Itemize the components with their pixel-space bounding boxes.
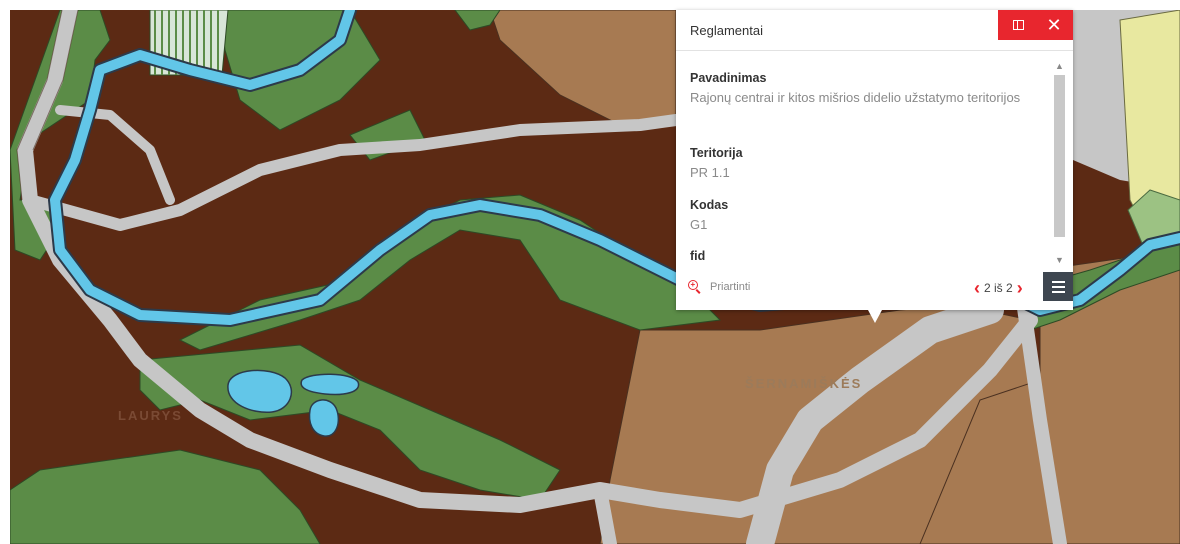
pager-count: 2 iš 2 bbox=[984, 281, 1013, 295]
road-top-right bbox=[1013, 273, 1067, 544]
field-value: Rajonų centrai ir kitos mišrios didelio … bbox=[690, 90, 1021, 105]
popup-footer: + Priartinti ‹ 2 iš 2 › bbox=[676, 270, 1073, 310]
chevron-left-icon[interactable]: ‹ bbox=[974, 278, 980, 298]
road-branch-upper bbox=[24, 114, 682, 231]
scroll-down-icon[interactable]: ▼ bbox=[1055, 255, 1064, 265]
dock-icon bbox=[1012, 20, 1024, 30]
popup-body[interactable]: Pavadinimas Rajonų centrai ir kitos mišr… bbox=[676, 51, 1073, 269]
field-teritorija: Teritorija PR 1.1 bbox=[690, 146, 1035, 183]
menu-button[interactable] bbox=[1043, 272, 1073, 301]
field-label: Teritorija bbox=[690, 146, 743, 160]
map-frame-top bbox=[0, 0, 1180, 10]
map-label-sernamiskes: ŠERNAMIŠKĖS bbox=[745, 376, 862, 391]
dock-button[interactable] bbox=[1000, 10, 1036, 40]
field-label: fid bbox=[690, 249, 706, 263]
zoom-to-button[interactable]: + Priartinti bbox=[688, 280, 750, 294]
info-popup: Reglamentai ✕ Pavadinimas Rajonų centrai… bbox=[676, 10, 1073, 323]
popup-title: Reglamentai bbox=[690, 23, 763, 38]
feature-pager: ‹ 2 iš 2 › bbox=[974, 278, 1023, 298]
scroll-up-icon[interactable]: ▲ bbox=[1055, 61, 1064, 71]
chevron-right-icon[interactable]: › bbox=[1016, 278, 1023, 298]
pond-2 bbox=[300, 373, 360, 396]
field-label: Pavadinimas bbox=[690, 71, 767, 85]
zone-green-left-top bbox=[9, 9, 111, 261]
map-frame-left bbox=[0, 0, 10, 544]
pond-3 bbox=[308, 399, 340, 437]
field-pavadinimas: Pavadinimas Rajonų centrai ir kitos mišr… bbox=[690, 71, 1035, 108]
roads bbox=[17, 2, 1067, 544]
close-button[interactable]: ✕ bbox=[1036, 10, 1072, 40]
field-kodas: Kodas G1 bbox=[690, 198, 1035, 235]
road-bottom-right bbox=[746, 296, 1004, 544]
popup-header: Reglamentai ✕ bbox=[676, 10, 1073, 51]
menu-icon bbox=[1051, 280, 1065, 283]
zoom-to-label: Priartinti bbox=[710, 281, 751, 293]
field-label: Kodas bbox=[690, 198, 729, 212]
field-value: PR 1.1 bbox=[690, 165, 730, 180]
zoom-in-icon: + bbox=[688, 280, 702, 294]
road-outlines bbox=[16, 9, 79, 201]
popup-scrollbar[interactable]: ▲ ▼ bbox=[1052, 61, 1067, 265]
scroll-thumb[interactable] bbox=[1054, 75, 1065, 237]
field-fid: fid bbox=[690, 249, 1035, 266]
map-label-laurys: LAURYS bbox=[118, 408, 183, 423]
road-bottom-branch bbox=[593, 483, 617, 544]
pond-1 bbox=[227, 369, 293, 413]
field-value: G1 bbox=[690, 217, 708, 232]
popup-header-buttons: ✕ bbox=[998, 10, 1073, 40]
close-icon: ✕ bbox=[1046, 15, 1062, 35]
